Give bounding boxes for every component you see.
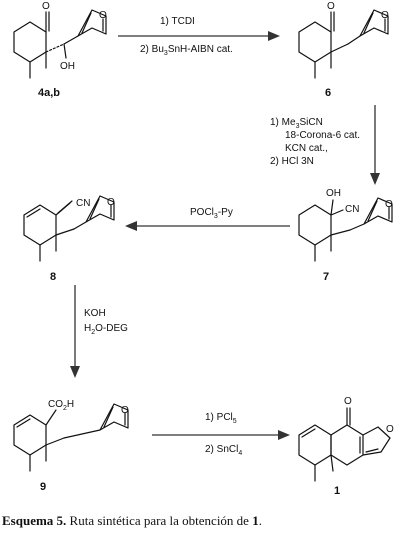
caption-text: Ruta sintética para la obtención de <box>66 513 253 528</box>
caption-compound-ref: 1 <box>252 513 259 528</box>
compound-6-label: 6 <box>325 87 331 99</box>
furan-oxygen-label: O <box>121 405 129 416</box>
compound-4ab-structure: O OH O <box>13 1 107 79</box>
hydroxyl-label: OH <box>326 188 341 199</box>
step2-arrow <box>370 105 380 185</box>
carbonyl-oxygen-label: O <box>327 1 335 12</box>
step5-reagent-1: 1) PCl5 <box>205 412 237 425</box>
step4-reagent-2: H2O-DEG <box>84 323 128 336</box>
step5-arrow <box>152 430 290 440</box>
step3-reagent: POCl3-Py <box>190 207 233 220</box>
compound-1-label: 1 <box>334 485 340 497</box>
step5-reagent-2: 2) SnCl4 <box>205 444 242 457</box>
step2-reagent-4: 2) HCl 3N <box>270 156 314 167</box>
compound-8-label: 8 <box>50 271 56 283</box>
carboxyl-label: CO2H <box>48 399 74 412</box>
reaction-scheme: O OH O 4a,b 1) TCDI 2) Bu3SnH-AIBN cat. … <box>13 1 394 497</box>
compound-8-structure: CN O <box>23 195 115 262</box>
compound-7-label: 7 <box>323 271 329 283</box>
compound-9-structure: CO2H O <box>13 399 129 472</box>
furan-oxygen-label: O <box>99 10 107 21</box>
figure-caption: Esquema 5. Ruta sintética para la obtenc… <box>2 513 406 529</box>
step2-reagent-1: 1) Me3SiCN <box>270 117 323 130</box>
compound-6-structure: O O <box>298 1 389 79</box>
compound-1-structure: O O <box>298 396 394 482</box>
hydroxyl-label: OH <box>60 61 75 72</box>
nitrile-label: CN <box>345 204 359 215</box>
caption-end: . <box>258 513 262 528</box>
step4-reagent-1: KOH <box>84 308 106 319</box>
nitrile-label: CN <box>76 198 90 209</box>
compound-9-label: 9 <box>40 481 46 493</box>
step2-reagent-2: 18-Corona-6 cat. <box>285 130 360 141</box>
step3-arrow <box>125 221 290 231</box>
furan-oxygen-label: O <box>381 10 389 21</box>
step1-arrow <box>118 31 280 41</box>
compound-7-structure: OH CN O <box>298 188 393 262</box>
carbonyl-oxygen-label: O <box>42 1 50 12</box>
furan-oxygen-label: O <box>107 197 115 208</box>
caption-label: Esquema 5. <box>2 513 67 528</box>
step1-reagent-1: 1) TCDI <box>160 16 195 27</box>
step2-reagent-3: KCN cat., <box>285 143 328 154</box>
compound-4ab-label: 4a,b <box>38 87 60 99</box>
step4-arrow <box>70 285 80 378</box>
carbonyl-oxygen-label: O <box>344 396 352 407</box>
furan-oxygen-label: O <box>386 424 394 435</box>
step1-reagent-2: 2) Bu3SnH-AIBN cat. <box>140 44 233 57</box>
furan-oxygen-label: O <box>385 199 393 210</box>
